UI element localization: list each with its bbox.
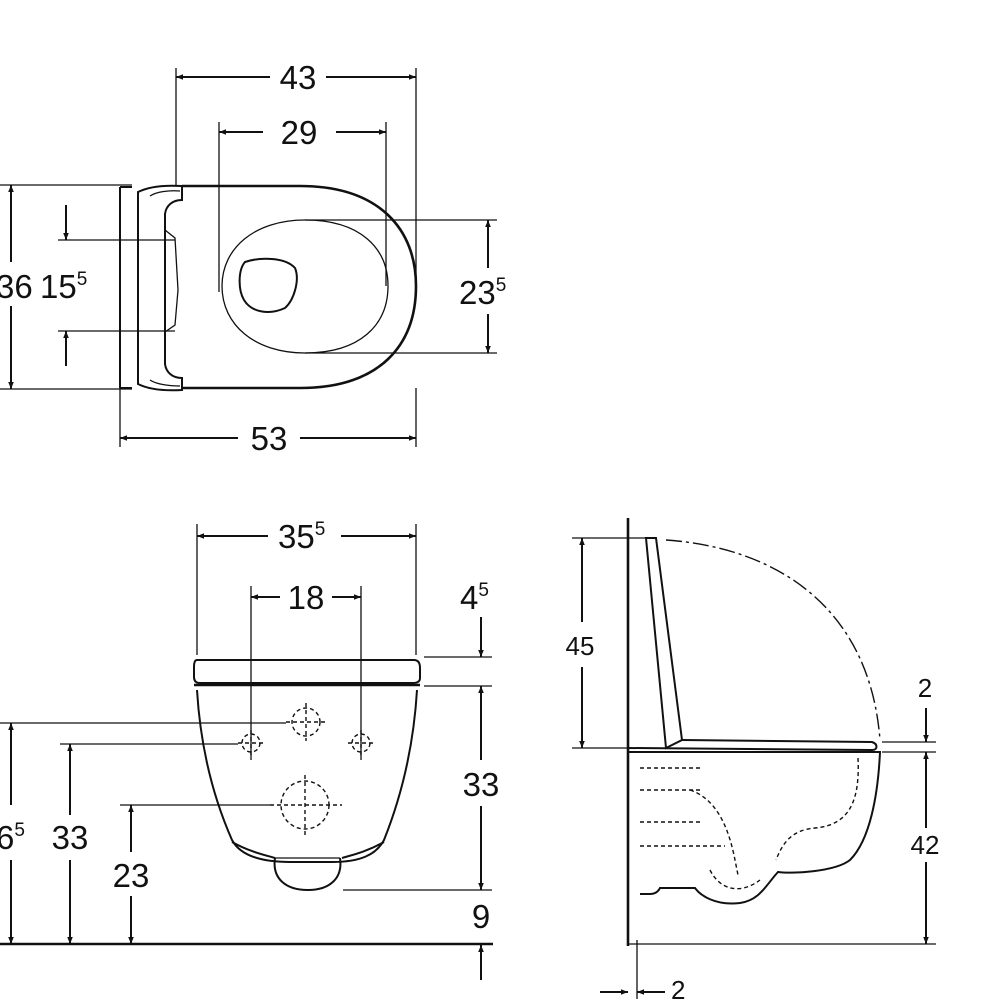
dimension-rim-height: 42 bbox=[628, 752, 940, 945]
label-width-inner: 29 bbox=[281, 114, 318, 151]
label-bowl-opening: 235 bbox=[459, 274, 506, 311]
label-rim-height: 42 bbox=[911, 830, 940, 860]
dimension-fixing-height: 33 bbox=[52, 743, 238, 944]
dimension-depth-total: 53 bbox=[119, 388, 417, 457]
label-lid-open-height: 45 bbox=[566, 631, 595, 661]
dimension-fixing-spacing: 155 bbox=[40, 205, 175, 366]
dimension-outlet-gap: 9 bbox=[472, 898, 490, 980]
dimension-bowl-height: 33 bbox=[343, 686, 500, 891]
label-outlet-height: 23 bbox=[113, 857, 150, 894]
dimension-outlet-height: 23 bbox=[113, 804, 270, 944]
top-view-outline bbox=[119, 184, 418, 392]
label-outlet-gap: 9 bbox=[472, 898, 490, 935]
front-view-outline bbox=[193, 659, 421, 892]
side-view-outline bbox=[626, 518, 882, 999]
dimension-seat-thickness: 2 bbox=[882, 673, 936, 753]
label-fixing-height: 33 bbox=[52, 819, 89, 856]
label-bowl-height: 33 bbox=[463, 766, 500, 803]
dimension-width-inner: 29 bbox=[218, 114, 387, 292]
label-left-height: 65 bbox=[0, 819, 25, 856]
dimension-bowl-opening: 235 bbox=[305, 219, 506, 354]
dimension-left-height: 65 bbox=[0, 722, 286, 944]
front-view: 355 18 45 33 9 bbox=[0, 518, 499, 980]
dimension-side-height: 36 bbox=[0, 184, 132, 390]
dimension-lid-open-height: 45 bbox=[566, 537, 646, 749]
label-side-height: 36 bbox=[0, 268, 33, 305]
label-width-overall: 43 bbox=[280, 59, 317, 96]
label-bolt-spacing: 18 bbox=[288, 579, 325, 616]
side-view: 45 2 42 2 bbox=[566, 518, 940, 999]
dimension-front-width: 355 bbox=[196, 518, 417, 655]
label-depth-total: 53 bbox=[251, 420, 288, 457]
dimension-width-overall: 43 bbox=[175, 59, 417, 286]
dimension-wall-gap: 2 bbox=[600, 975, 685, 999]
label-seat-thickness: 2 bbox=[918, 673, 932, 703]
label-lid-thickness: 45 bbox=[460, 579, 489, 616]
top-view: 43 29 53 36 155 bbox=[0, 59, 506, 457]
dimension-bolt-spacing: 18 bbox=[250, 579, 362, 760]
dimension-lid-thickness: 45 bbox=[424, 579, 492, 687]
label-front-width: 355 bbox=[278, 518, 325, 555]
label-wall-gap: 2 bbox=[671, 975, 685, 999]
label-fixing-spacing: 155 bbox=[40, 268, 87, 305]
